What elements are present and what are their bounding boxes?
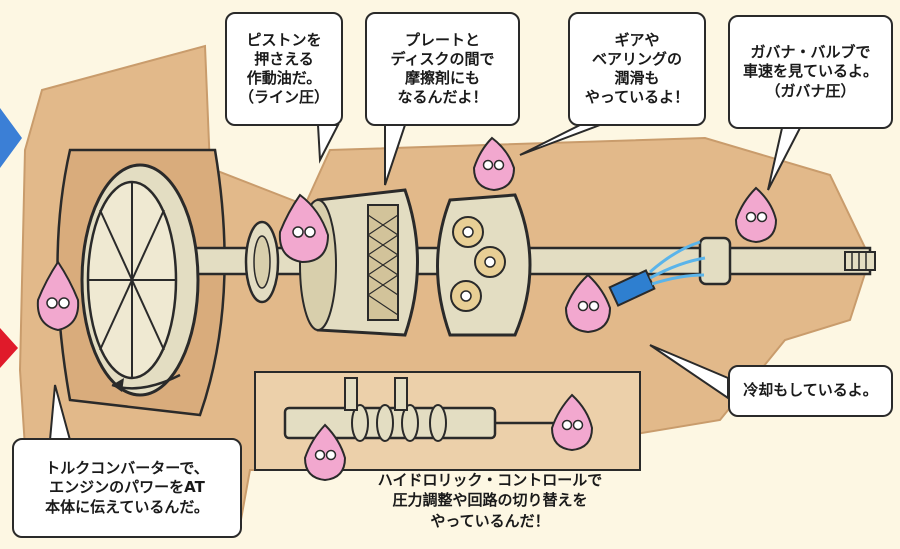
mascot-character [472,136,516,192]
mascot-character [550,393,594,452]
governor-valve-bubble: ガバナ・バルブで 車速を見ているよ。 （ガバナ圧） [728,15,893,129]
output-spline [844,251,876,271]
red-arrow-icon [0,328,18,368]
mascot-character [734,186,778,244]
governor-collar [698,236,732,286]
cooling-bubble: 冷却もしているよ。 [728,365,893,417]
mascot-character [564,273,612,334]
clutch-plates [367,204,399,321]
gear-lubrication-bubble: ギアや ベアリングの 潤滑も やっているよ！ [568,12,706,126]
plate-friction-bubble: プレートと ディスクの間で 摩擦剤にも なるんだよ！ [365,12,520,126]
mascot-character [36,260,80,332]
cooling-hose [608,269,656,307]
piston-oil-bubble: ピストンを 押さえる 作動油だ。 （ライン圧） [225,12,343,126]
hydraulic-control-caption: ハイドロリック・コントロールで 圧力調整や回路の切り替えを やっているんだ！ [377,471,603,530]
mascot-character [278,193,330,264]
mascot-character [303,423,347,482]
torque-converter-bubble: トルクコンバーターで、 エンジンのパワーをAT 本体に伝えているんだ。 [12,438,242,538]
blue-arrow-icon [0,108,22,168]
water-spray-icon [649,240,706,286]
